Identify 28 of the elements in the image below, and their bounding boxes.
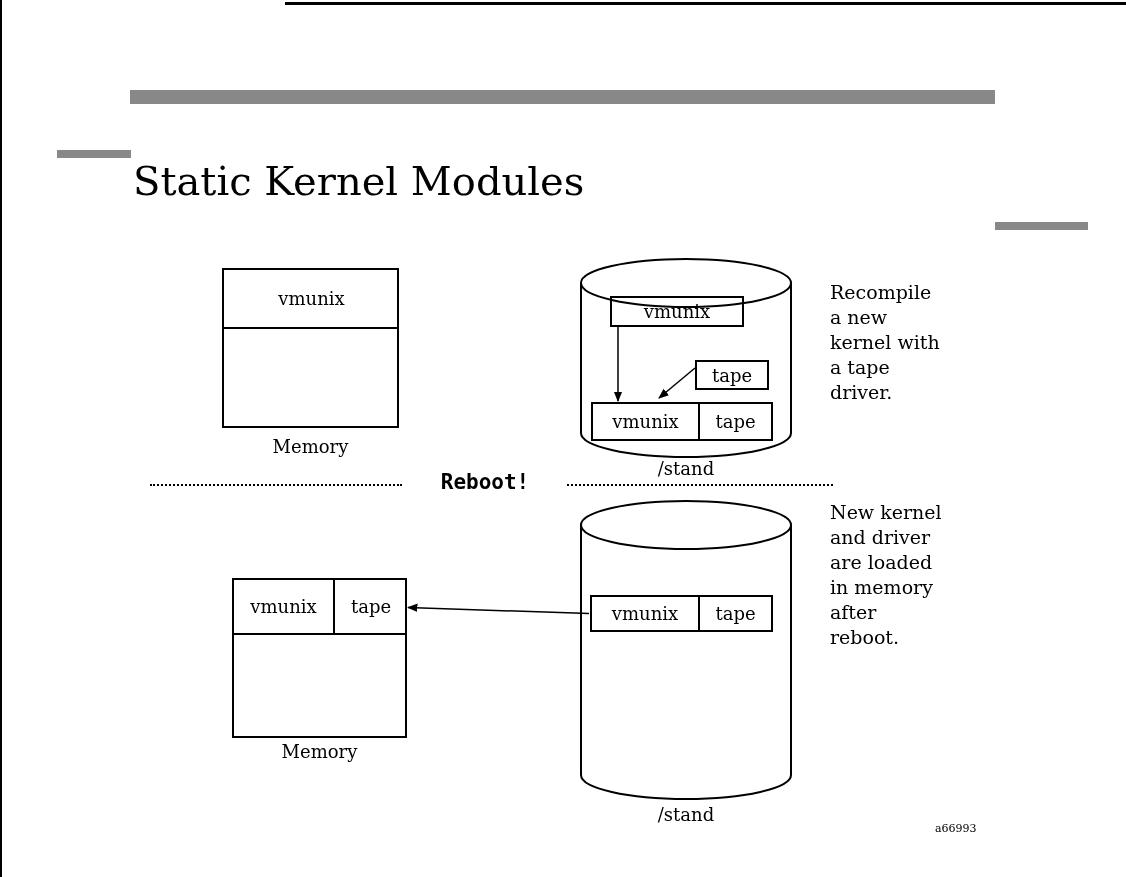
- arrow: [613, 326, 623, 403]
- module-label: vmunix: [610, 296, 744, 327]
- kernel-segment: vmunix: [224, 270, 399, 329]
- module-name: vmunix: [592, 597, 700, 630]
- node-label: Memory: [280, 741, 359, 762]
- disk-cylinder: [580, 258, 792, 458]
- title: Static Kernel Modules: [133, 158, 585, 204]
- node-label: /stand: [656, 458, 716, 479]
- module-block: [234, 580, 407, 635]
- note: New kernel and driver are loaded in memory after reboot.: [830, 500, 943, 650]
- memory-box: [222, 268, 399, 428]
- memory-box: [232, 578, 407, 738]
- module-label: tape: [695, 360, 769, 390]
- disk-cylinder: [580, 500, 792, 800]
- module-block: [590, 595, 773, 632]
- module-name: tape: [714, 410, 757, 434]
- node-label: Memory: [271, 436, 350, 457]
- heading: Reboot!: [439, 470, 531, 494]
- module-name: tape: [714, 602, 757, 626]
- module-block: [591, 402, 773, 441]
- arrow: [406, 603, 590, 615]
- note: a66993: [935, 822, 978, 835]
- node-label: /stand: [656, 804, 716, 825]
- module-name: tape: [349, 595, 393, 619]
- arrow: [658, 367, 696, 399]
- note: Recompile a new kernel with a tape driver.: [830, 280, 941, 405]
- module-name: vmunix: [234, 580, 335, 633]
- module-name: vmunix: [593, 404, 700, 439]
